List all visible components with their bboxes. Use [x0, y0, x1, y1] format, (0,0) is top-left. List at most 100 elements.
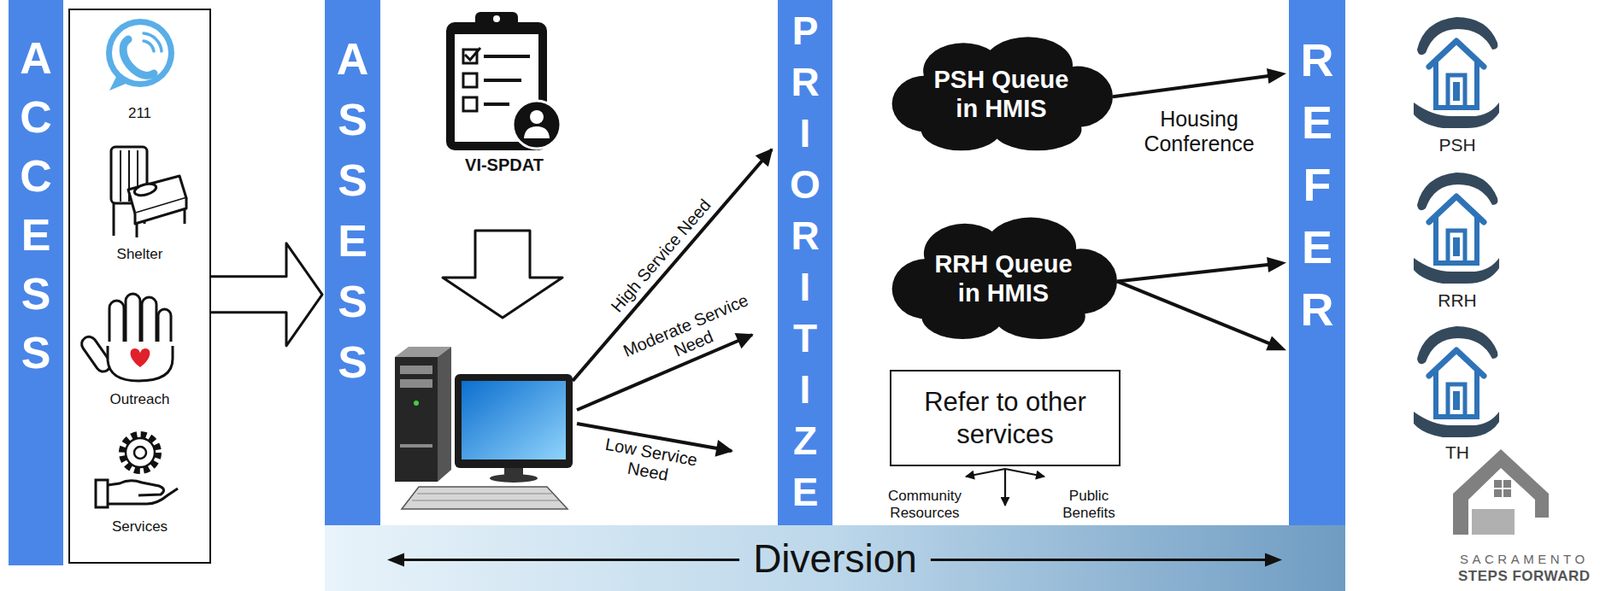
bed-icon-part: [135, 198, 187, 224]
housing-icons: [1413, 17, 1500, 438]
services-icon-part: [125, 438, 155, 468]
icon-label: Shelter: [70, 246, 210, 264]
referral-arrows: [965, 469, 1045, 506]
services-icon-part: [107, 488, 178, 505]
phone-icon-part: [143, 41, 154, 52]
housing-icons-part: [1413, 326, 1500, 438]
clipboard-icon-part: [463, 73, 477, 88]
arrow-line: [397, 558, 740, 562]
stage-band: ACCESS: [8, 0, 64, 566]
entry-points-box: 211ShelterOutreachServices: [68, 8, 212, 565]
queue-label: RRH Queue in HMIS: [929, 250, 1079, 308]
arrow-label: Moderate Service Need: [615, 288, 765, 382]
connector-arrow: [1112, 68, 1287, 97]
computer-illustration-part: [437, 347, 452, 483]
clipboard-icon-part: [483, 54, 530, 59]
stage-band: PRIORITIZE: [777, 0, 833, 526]
housing-type-label: TH: [1414, 442, 1500, 464]
bed-icon-part: [112, 203, 116, 236]
housing-type-label: PSH: [1414, 135, 1500, 156]
stage-title: REFER: [1298, 29, 1336, 342]
logo-text: STEPS FORWARD: [1458, 568, 1590, 586]
housing-icons-part: [1413, 17, 1500, 129]
process-label: Refer to other services: [905, 386, 1106, 450]
arrow-label: High Service Need: [606, 194, 715, 316]
resource-label: Public Benefits: [1054, 488, 1124, 522]
stage-title: ASSESS: [335, 29, 371, 394]
referral-arrows-part: [1005, 469, 1045, 477]
queue-cloud: RRH Queue in HMIS: [889, 216, 1118, 342]
services-icon: [95, 435, 178, 508]
clipboard-icon-part: [464, 47, 481, 60]
queue-cloud: PSH Queue in HMIS: [889, 35, 1113, 153]
icon-label: Services: [70, 518, 210, 536]
connector-line: [1112, 75, 1272, 97]
computer-illustration: [394, 347, 573, 510]
computer-illustration-part: [400, 379, 433, 389]
bed-icon-part: [133, 182, 158, 198]
logo-text: SACRAMENTO: [1459, 552, 1589, 567]
bed-icon-part: [183, 208, 187, 224]
resource-label: Community Resources: [880, 488, 970, 522]
clipboard-icon-part: [483, 78, 522, 83]
bed-icon-part: [119, 150, 122, 202]
referral-arrows-part: [1004, 469, 1006, 506]
process-box: Refer to other services: [889, 370, 1121, 467]
connector-arrow: [1117, 257, 1287, 282]
arrowhead: [1265, 336, 1287, 352]
edge-label: Housing Conference: [1135, 106, 1264, 157]
computer-illustration-part: [454, 374, 573, 469]
computer-illustration-part: [461, 381, 566, 460]
clipboard-icon: [446, 11, 561, 151]
clipboard-icon-part: [529, 110, 544, 124]
computer-illustration-part: [489, 474, 538, 483]
bed-icon-part: [135, 223, 139, 238]
clipboard-icon-part: [475, 11, 518, 33]
computer-illustration-part: [401, 487, 568, 510]
arrowhead: [387, 553, 405, 568]
icon-label: 211: [70, 105, 210, 123]
stage-title: PRIORITIZE: [789, 5, 822, 518]
connector-line: [1117, 264, 1272, 282]
icon-label: VI-SPDAT: [457, 155, 552, 176]
clipboard-icon-part: [463, 97, 477, 112]
arrowhead: [1266, 68, 1287, 84]
hand-heart-icon: [78, 294, 173, 382]
service-need-arrows-part: [572, 149, 772, 382]
services-icon-part: [134, 447, 147, 459]
computer-illustration-part: [394, 357, 438, 483]
queue-label: PSH Queue in HMIS: [926, 65, 1077, 124]
phone-icon: [105, 18, 175, 91]
band-label: Diversion: [752, 539, 918, 579]
phone-icon-part: [143, 33, 162, 52]
services-icon-part: [95, 480, 108, 508]
arrowhead: [1264, 553, 1283, 568]
service-need-arrows: [572, 149, 772, 452]
logo-mark-part: [1494, 480, 1512, 498]
hand-heart-icon-part: [107, 346, 173, 382]
computer-illustration-part: [400, 365, 433, 375]
arrowhead: [1266, 257, 1287, 273]
computer-illustration-part: [413, 400, 419, 406]
icon-label: Outreach: [70, 391, 210, 409]
connector-arrow: [1117, 281, 1287, 351]
computer-illustration-part: [411, 494, 559, 501]
hand-heart-icon-part: [130, 348, 151, 368]
services-icon-part: [107, 481, 165, 496]
clipboard-icon-part: [483, 102, 510, 106]
bed-icon: [111, 147, 187, 238]
clipboard-icon-part: [493, 15, 500, 23]
stage-title: ACCESS: [17, 29, 54, 383]
computer-illustration-part: [400, 444, 433, 448]
block-arrow: [211, 243, 323, 347]
arrow-label: Low Service Need: [595, 433, 704, 490]
arrow-line: [930, 558, 1272, 562]
stage-band: REFER: [1288, 0, 1346, 526]
phone-icon-part: [111, 24, 169, 82]
clipboard-icon-part: [523, 126, 550, 139]
phone-icon-part: [123, 39, 154, 76]
hand-heart-icon-part: [107, 341, 173, 382]
down-block-arrow-part: [442, 230, 563, 318]
